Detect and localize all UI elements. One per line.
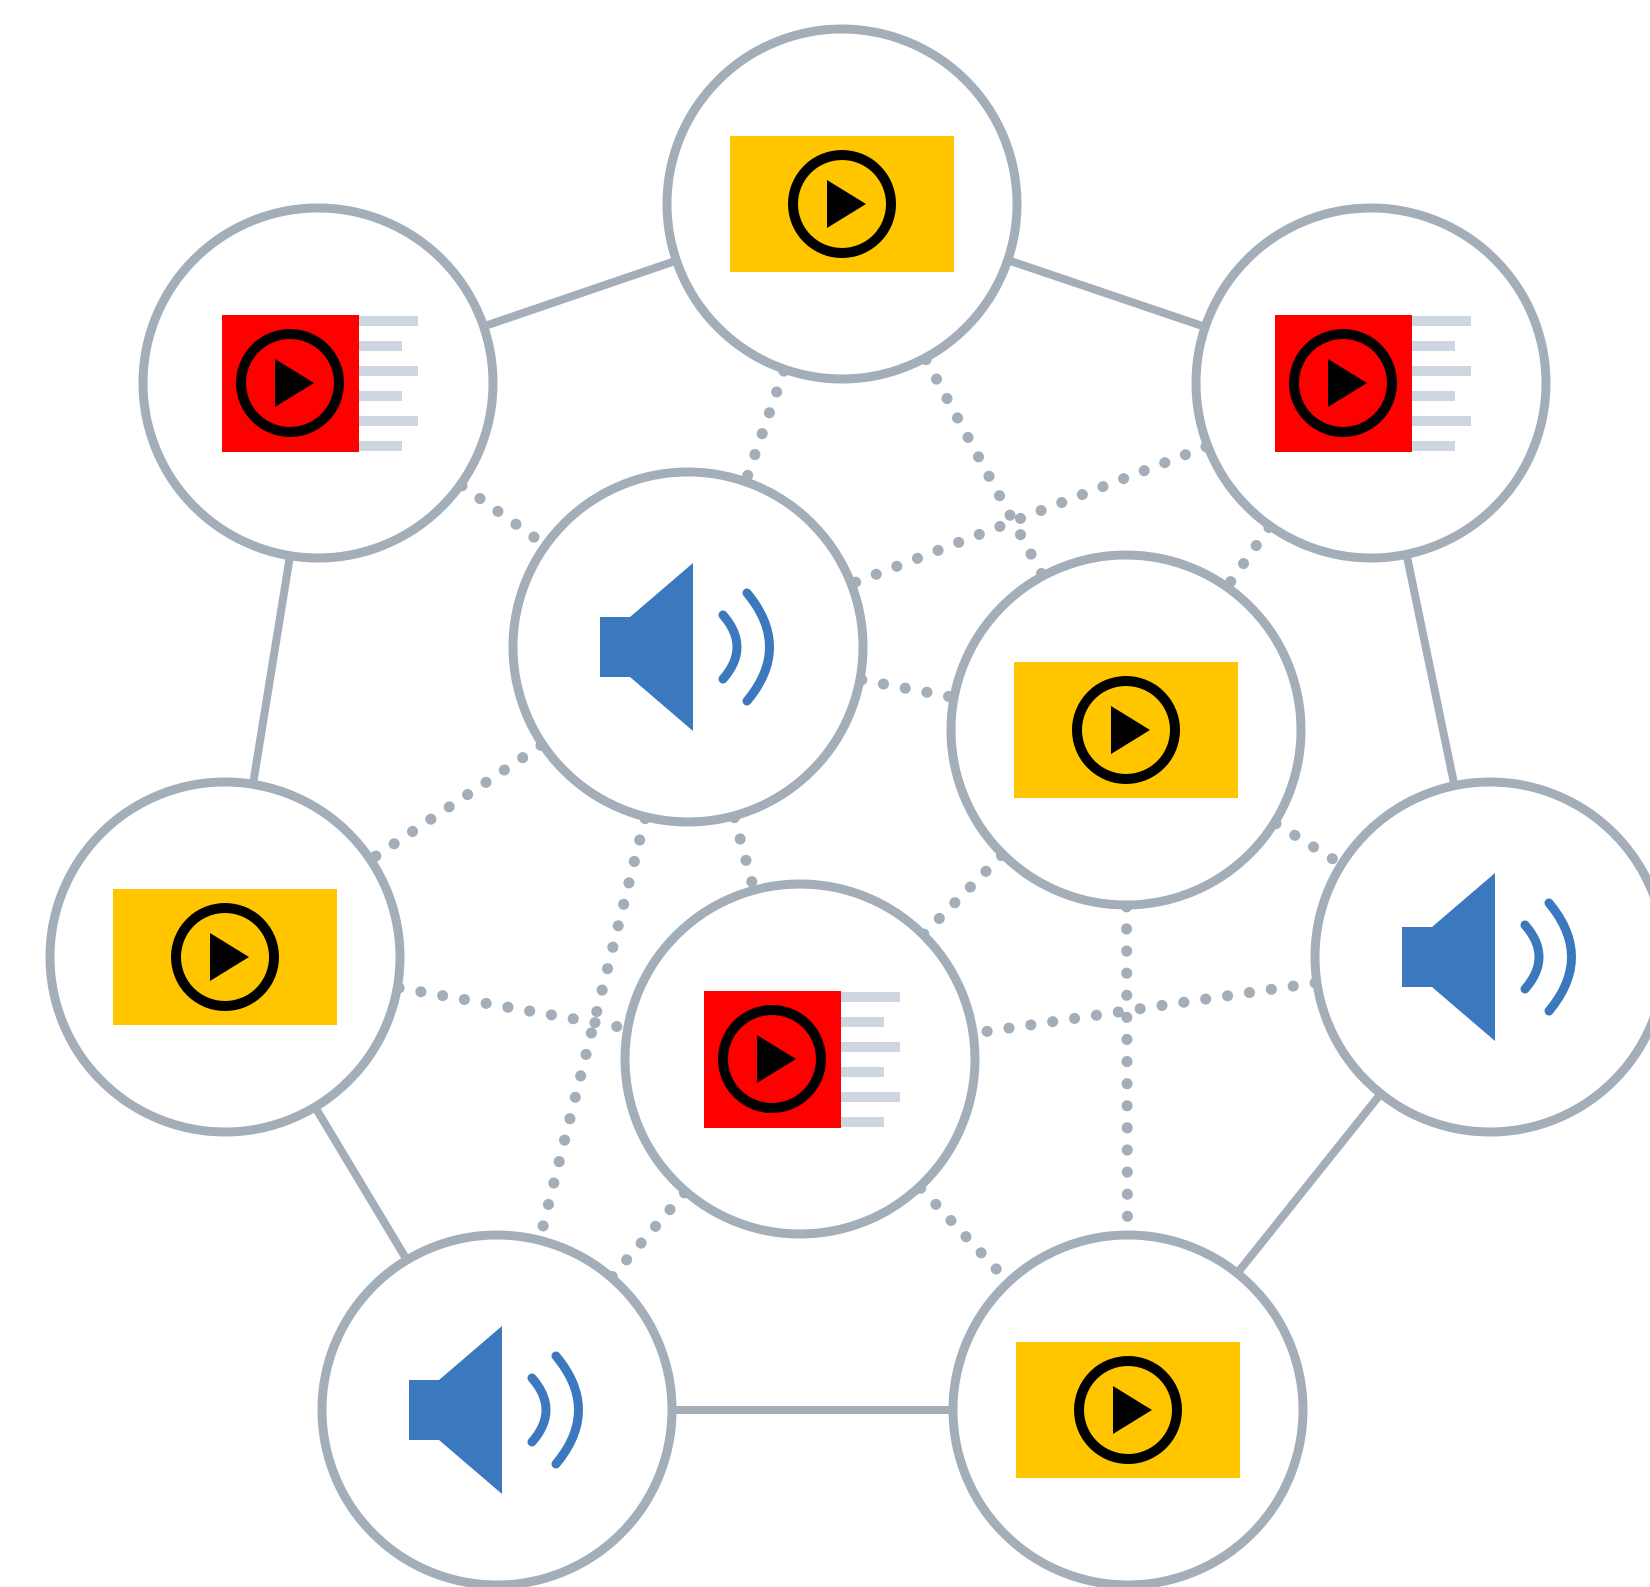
playlist-line [841, 1042, 900, 1052]
sound-wave-outer [742, 588, 774, 706]
play-triangle [757, 1035, 796, 1083]
node-bottom-right [948, 1230, 1308, 1587]
node-center-bottom [620, 879, 980, 1239]
sound-wave-inner [527, 1373, 551, 1447]
playlist-line [359, 341, 402, 351]
sound-wave-outer [551, 1351, 583, 1469]
node-right [1310, 777, 1650, 1137]
node-center-right [946, 550, 1306, 910]
play-circle [236, 329, 344, 437]
play-triangle [210, 933, 249, 981]
playlist-line [841, 992, 900, 1002]
node-top-left [138, 203, 498, 563]
playlist-line [1412, 366, 1471, 376]
playlist-line [1412, 441, 1455, 451]
node-left [45, 777, 405, 1137]
node-top-right [1191, 203, 1551, 563]
play-triangle [275, 359, 314, 407]
speaker-icon [409, 1326, 583, 1494]
playlist-line [359, 416, 418, 426]
speaker-icon [600, 563, 774, 731]
play-triangle [1113, 1386, 1152, 1434]
video-icon [730, 136, 954, 272]
node-center-left [508, 467, 868, 827]
sound-wave-inner [1520, 920, 1544, 994]
video-icon [1016, 1342, 1240, 1478]
playlist-line [1412, 341, 1455, 351]
video-icon [113, 889, 337, 1025]
speaker-cone [600, 563, 693, 731]
dotted-edge-n-right-n-center-bottom [794, 951, 1496, 1065]
play-triangle [1328, 359, 1367, 407]
speaker-cone [1402, 873, 1495, 1041]
playlist-line [1412, 416, 1471, 426]
speaker-icon [1402, 873, 1576, 1041]
sound-wave-inner [718, 610, 742, 684]
playlist-line [359, 441, 402, 451]
play-circle [1074, 1356, 1182, 1464]
play-circle [171, 903, 279, 1011]
playlist-line [1412, 391, 1455, 401]
node-top [662, 24, 1022, 384]
playlist-line [359, 316, 418, 326]
play-triangle [827, 180, 866, 228]
playlist-line [841, 1117, 884, 1127]
playlist-line [359, 391, 402, 401]
play-circle [1289, 329, 1397, 437]
sound-wave-outer [1544, 898, 1576, 1016]
play-circle [718, 1005, 826, 1113]
playlist-line [841, 1092, 900, 1102]
play-circle [788, 150, 896, 258]
video-icon [1014, 662, 1238, 798]
playlist-icon [1275, 315, 1471, 452]
play-circle [1072, 676, 1180, 784]
playlist-line [841, 1017, 884, 1027]
nodes-layer [45, 24, 1650, 1587]
node-bottom-left [317, 1230, 677, 1587]
playlist-line [359, 366, 418, 376]
play-triangle [1111, 706, 1150, 754]
playlist-icon [222, 315, 418, 452]
playlist-icon [704, 991, 900, 1128]
playlist-line [1412, 316, 1471, 326]
playlist-line [841, 1067, 884, 1077]
speaker-cone [409, 1326, 502, 1494]
